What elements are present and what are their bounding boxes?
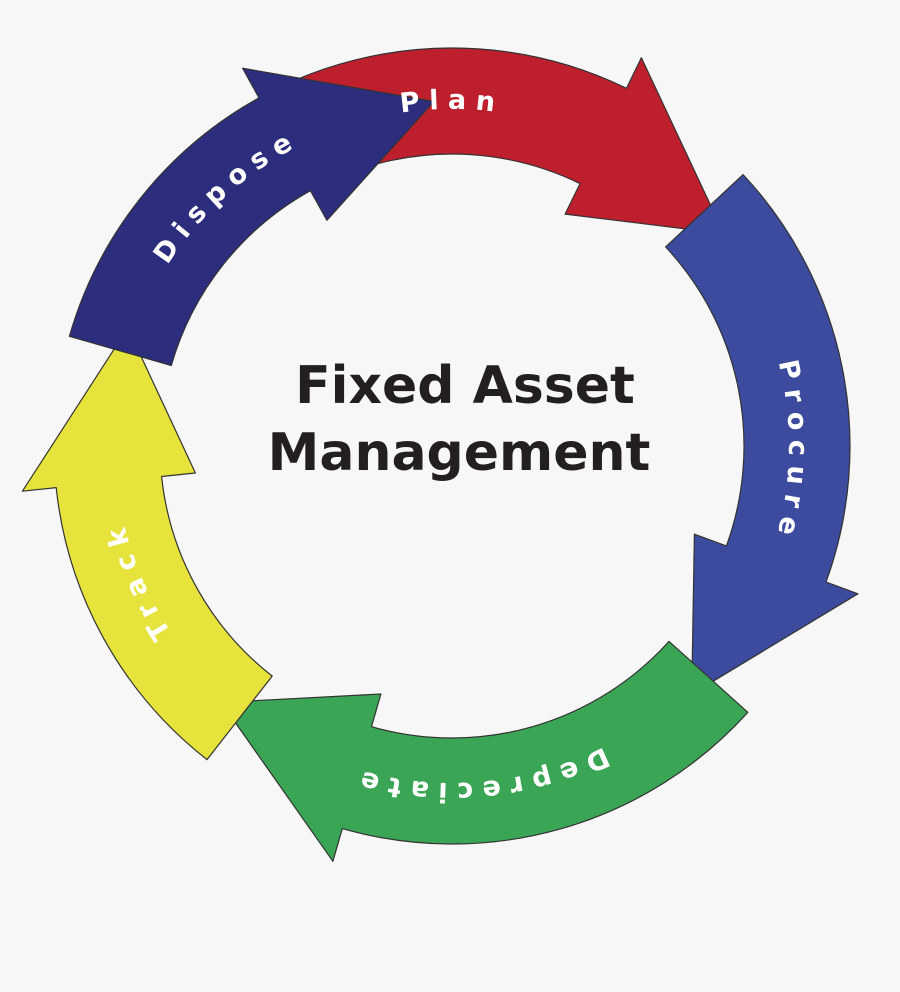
depreciate-arrow (220, 640, 749, 862)
cycle-arrows (21, 47, 859, 862)
center-title-line-2: Management (268, 423, 651, 483)
procure-arrow (665, 174, 859, 695)
track-arrow (21, 327, 273, 761)
dispose-arrow (68, 67, 435, 367)
plan-label: Plan (398, 85, 505, 120)
center-title-line-1: Fixed Asset (295, 356, 635, 416)
